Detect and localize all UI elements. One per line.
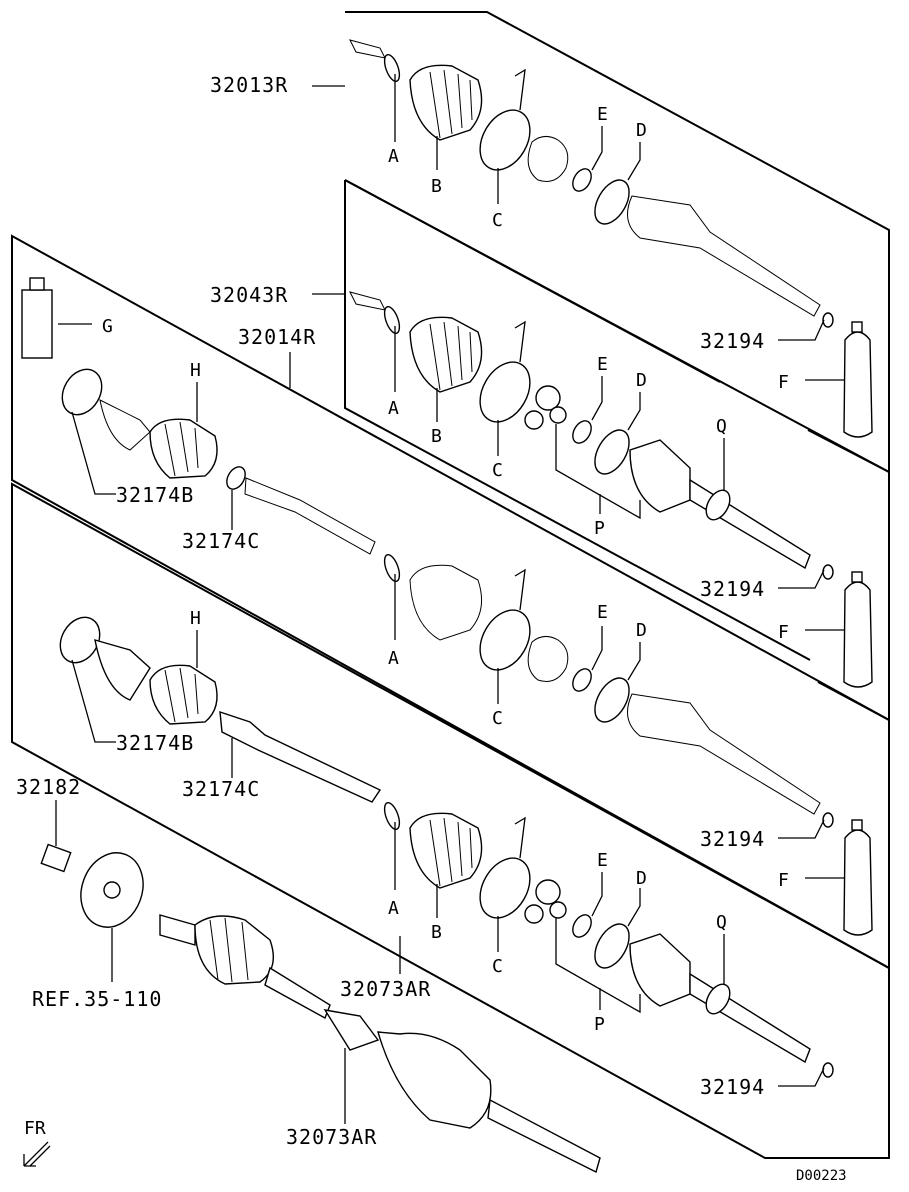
hub-icon xyxy=(80,852,144,928)
label-f: F xyxy=(778,372,789,393)
label-32174C: 32174C xyxy=(182,529,260,553)
label-f: F xyxy=(778,870,789,891)
front-direction-arrow-icon xyxy=(23,1141,51,1167)
label-ref-35-110: REF.35-110 xyxy=(32,987,162,1011)
label-g: G xyxy=(102,316,113,337)
grease-tube-icon xyxy=(843,321,873,936)
label-p: P xyxy=(594,518,605,539)
label-p: P xyxy=(594,1014,605,1035)
label-c: C xyxy=(492,956,503,977)
label-c: C xyxy=(492,708,503,729)
label-32073AR-shaft: 32073AR xyxy=(286,1125,377,1149)
label-e: E xyxy=(597,602,608,623)
label-q: Q xyxy=(716,912,727,933)
spider-icon xyxy=(524,385,567,430)
label-32174C: 32174C xyxy=(182,777,260,801)
label-32043R: 32043R xyxy=(210,283,288,307)
label-e: E xyxy=(597,850,608,871)
hub-nut-icon xyxy=(40,843,72,873)
label-b: B xyxy=(431,922,442,943)
diagram-code: D00223 xyxy=(796,1168,847,1184)
label-a: A xyxy=(388,146,399,167)
label-32194: 32194 xyxy=(700,827,765,851)
panel-outline-32073AR xyxy=(11,482,890,1159)
label-b: B xyxy=(431,176,442,197)
label-32194: 32194 xyxy=(700,1075,765,1099)
label-fr: FR xyxy=(24,1118,46,1139)
label-d: D xyxy=(636,120,647,141)
lower-drive-shaft xyxy=(40,843,601,1174)
label-32194: 32194 xyxy=(700,577,765,601)
panel-32073AR-parts xyxy=(59,616,834,1078)
label-q: Q xyxy=(716,416,727,437)
label-a: A xyxy=(388,398,399,419)
label-e: E xyxy=(597,104,608,125)
label-32182: 32182 xyxy=(16,775,81,799)
label-32014R: 32014R xyxy=(238,325,316,349)
label-e: E xyxy=(597,354,608,375)
label-d: D xyxy=(636,620,647,641)
label-32013R: 32013R xyxy=(210,73,288,97)
label-c: C xyxy=(492,210,503,231)
label-a: A xyxy=(388,898,399,919)
panel-32014R-parts xyxy=(21,277,834,828)
label-c: C xyxy=(492,460,503,481)
leader-lines xyxy=(55,74,845,1124)
label-d: D xyxy=(636,370,647,391)
label-h: H xyxy=(190,360,201,381)
label-d: D xyxy=(636,868,647,889)
label-32174B: 32174B xyxy=(116,483,194,507)
label-h: H xyxy=(190,608,201,629)
label-b: B xyxy=(431,426,442,447)
panel-32043R-parts xyxy=(349,291,834,580)
label-32174B: 32174B xyxy=(116,731,194,755)
label-32073AR-group: 32073AR xyxy=(340,977,431,1001)
label-f: F xyxy=(778,622,789,643)
panel-32013R-parts xyxy=(349,39,834,328)
grease-bottle-icon xyxy=(21,277,53,359)
label-32194: 32194 xyxy=(700,329,765,353)
label-a: A xyxy=(388,648,399,669)
